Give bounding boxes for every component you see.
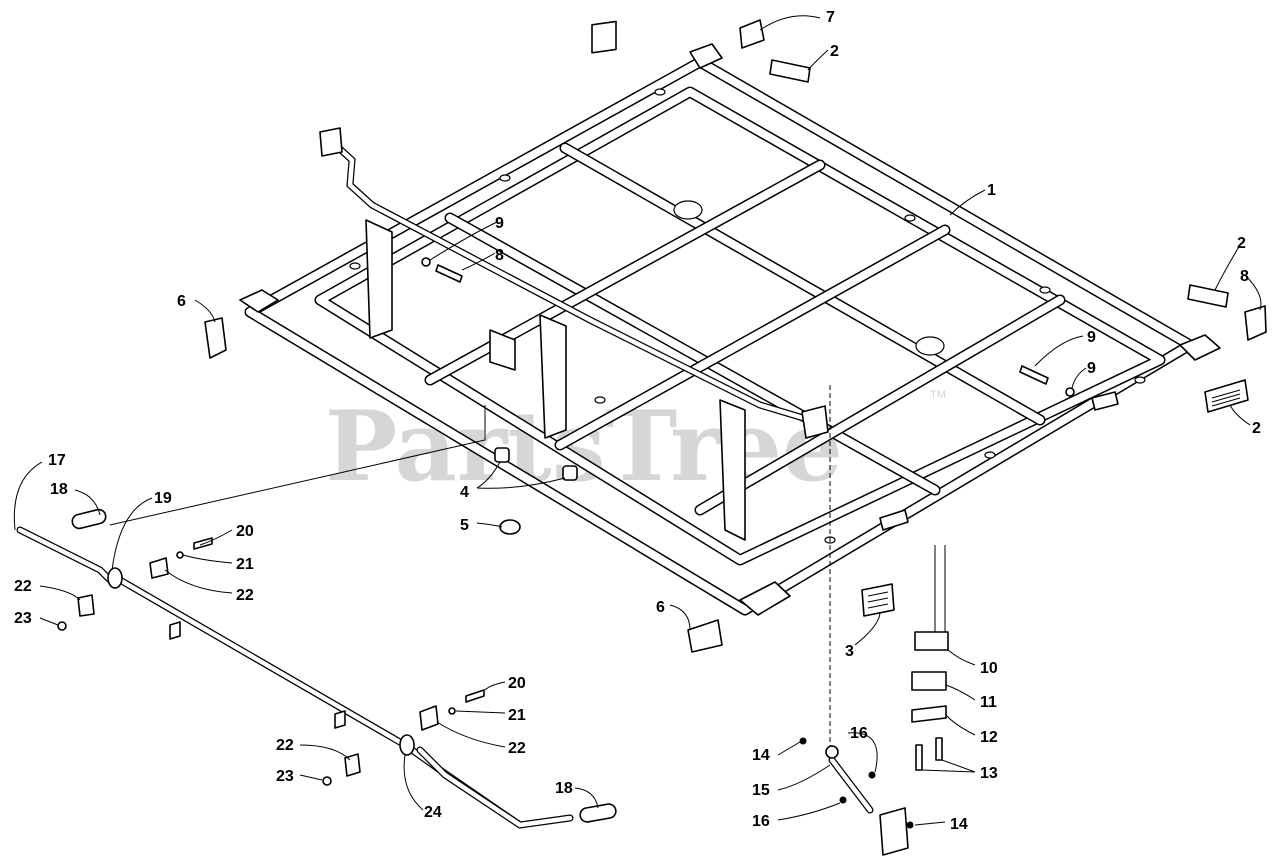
decal-2-top [769, 59, 811, 83]
callouts: 7 2 1 2 8 2 6 9 8 9 9 4 5 6 3 10 11 12 1… [14, 9, 1261, 833]
callout-7: 8 [1240, 268, 1249, 285]
callout-4: 4 [460, 484, 469, 501]
callout-18: 18 [50, 481, 68, 498]
callout-15: 15 [752, 782, 770, 799]
callout-14: 14 [752, 747, 770, 764]
callout-23: 23 [276, 768, 294, 785]
callout-23: 23 [14, 610, 32, 627]
shock-assembly [799, 385, 914, 856]
callout-5: 5 [460, 517, 469, 534]
support-post [911, 545, 949, 771]
callout-10: 10 [980, 660, 998, 677]
callout-20: 20 [508, 675, 526, 692]
callout-2: 2 [830, 43, 839, 60]
callout-12: 12 [980, 729, 998, 746]
decal-2-right [1187, 284, 1229, 308]
callout-16: 16 [752, 813, 770, 830]
callout-24: 24 [424, 804, 442, 821]
callout-7: 7 [826, 9, 835, 26]
callout-13: 13 [980, 765, 998, 782]
callout-20: 20 [236, 523, 254, 540]
callout-1: 1 [987, 182, 996, 199]
end-cap-7-top [739, 19, 765, 49]
callout-17: 17 [48, 452, 66, 469]
callout-22: 22 [14, 578, 32, 595]
decals [769, 59, 1249, 617]
callout-22: 22 [508, 740, 526, 757]
end-cap-6-left [204, 317, 227, 359]
callout-19: 19 [154, 490, 172, 507]
callout-16: 16 [850, 725, 868, 742]
decal-2-side [1204, 379, 1249, 413]
leader-lines [13, 15, 1262, 826]
end-cap-7-right [1244, 305, 1267, 341]
callout-6: 6 [656, 599, 665, 616]
watermark-trademark: TM [930, 389, 946, 401]
pivot-bar-assembly [16, 405, 617, 829]
callout-2: 2 [1252, 420, 1261, 437]
small-hardware [421, 257, 1075, 535]
end-caps [204, 19, 1267, 653]
callout-8: 8 [495, 247, 504, 264]
callout-11: 11 [980, 694, 997, 711]
callout-21: 21 [236, 556, 254, 573]
callout-2: 2 [1237, 235, 1246, 252]
callout-18: 18 [555, 780, 573, 797]
end-cap-6-bottom [687, 619, 723, 653]
callout-21: 21 [508, 707, 526, 724]
callout-14: 14 [950, 816, 968, 833]
callout-9: 9 [1087, 360, 1096, 377]
callout-6: 6 [177, 293, 186, 310]
callout-9: 9 [495, 215, 504, 232]
callout-22: 22 [236, 587, 254, 604]
main-frame [239, 20, 1221, 616]
callout-22: 22 [276, 737, 294, 754]
callout-3: 3 [845, 643, 854, 660]
callout-8: 9 [1087, 329, 1096, 346]
